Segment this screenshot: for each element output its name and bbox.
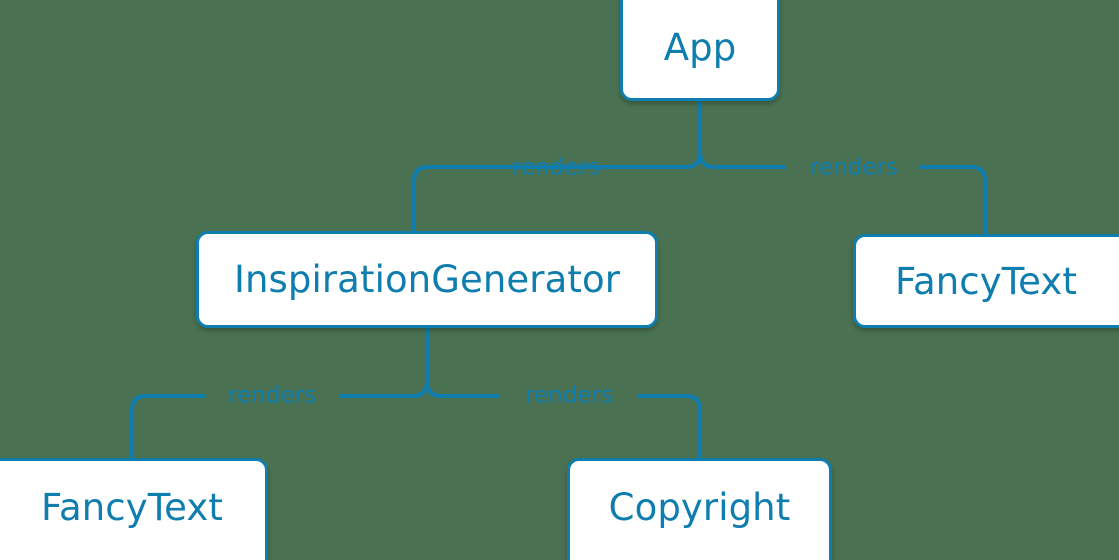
edge-app-trunk-right: [698, 151, 785, 169]
node-inspirationgenerator[interactable]: InspirationGenerator: [196, 231, 658, 328]
edge-ig-branch-right: [638, 394, 702, 458]
node-fancytext-left-label: FancyText: [41, 485, 223, 529]
edge-ig-branch-left-b: [130, 394, 206, 458]
node-fancytext-right-label: FancyText: [895, 259, 1077, 303]
node-copyright[interactable]: Copyright: [567, 458, 832, 560]
node-app-label: App: [663, 26, 737, 69]
node-copyright-label: Copyright: [608, 485, 791, 529]
edge-ig-trunk-right: [425, 380, 500, 398]
edge-app-branch-right: [920, 165, 987, 234]
edge-label-app-to-inspirationgenerator: renders: [512, 154, 600, 181]
node-fancytext-right[interactable]: FancyText: [853, 234, 1119, 328]
edge-ig-trunk: [412, 328, 429, 398]
edge-app-trunk: [685, 101, 702, 169]
edge-label-inspirationgenerator-to-copyright: renders: [525, 382, 613, 409]
node-inspirationgenerator-label: InspirationGenerator: [233, 258, 621, 301]
edge-label-inspirationgenerator-to-fancytext: renders: [228, 382, 316, 409]
node-app[interactable]: App: [620, 0, 780, 101]
edge-label-app-to-fancytext: renders: [810, 154, 898, 181]
node-fancytext-left[interactable]: FancyText: [0, 458, 268, 560]
